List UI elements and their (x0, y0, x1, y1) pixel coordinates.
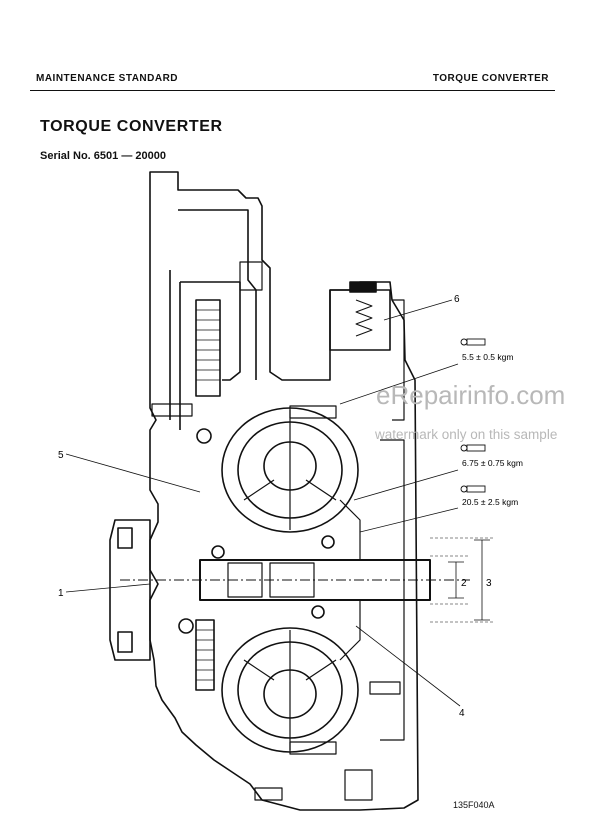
upper-gear-housing (179, 281, 241, 430)
header-divider (30, 90, 555, 91)
relief-valve-cap (349, 281, 377, 293)
right-housing-wall (380, 299, 405, 741)
bolt-right-lower (369, 681, 401, 695)
torque-wrench-icon (460, 338, 486, 493)
callout-1: 1 (58, 588, 64, 599)
bearing-mid-left (211, 545, 225, 559)
leader-4 (355, 625, 461, 707)
flange-bolt-bottom (117, 631, 133, 653)
leader-1 (65, 583, 151, 593)
leader-torque-2 (353, 469, 459, 501)
bolt-upper-left (151, 403, 193, 417)
upper-idler-gear (195, 299, 221, 397)
bearing-lower-left (178, 618, 194, 634)
figure-id: 135F040A (453, 800, 495, 810)
output-shaft (199, 559, 431, 601)
bolt-top (239, 261, 263, 291)
spline-block-left (227, 562, 263, 598)
header-section-label: MAINTENANCE STANDARD (36, 73, 179, 84)
drain-plug-bottom (344, 769, 373, 801)
input-shaft-flange (109, 519, 151, 661)
header-chapter-label: TORQUE CONVERTER (432, 73, 549, 84)
leader-5 (65, 453, 201, 493)
callout-6: 6 (454, 294, 460, 305)
watermark-site: eRepairinfo.com (376, 380, 566, 410)
page-title: TORQUE CONVERTER (40, 118, 223, 135)
callout-3: 3 (486, 578, 492, 589)
bearing-upper-left (196, 428, 212, 444)
leader-torque-3 (359, 507, 459, 533)
bolt-converter-lower (289, 741, 337, 755)
relief-valve-spring (355, 299, 373, 337)
bearing-mid-right (321, 535, 335, 549)
watermark-note: watermark only on this sample (375, 427, 558, 442)
leader-torque-1 (339, 363, 459, 405)
lower-pump-gear (195, 619, 215, 691)
serial-number-range: Serial No. 6501 — 20000 (40, 150, 166, 162)
tightening-torque-3: 20.5 ± 2.5 kgm (462, 497, 518, 507)
dimension-line-2 (448, 561, 464, 599)
callout-4: 4 (459, 708, 465, 719)
stator-support (339, 499, 361, 661)
bolt-bottom-left (254, 787, 283, 801)
relief-valve-body (329, 289, 391, 351)
housing-outline (149, 171, 419, 811)
callout-5: 5 (58, 450, 64, 461)
bearing-lower-right (311, 605, 325, 619)
tightening-torque-2: 6.75 ± 0.75 kgm (462, 458, 523, 468)
callout-2: 2 (461, 578, 467, 589)
dimension-line-3 (474, 539, 490, 621)
flange-bolt-top (117, 527, 133, 549)
leader-6 (383, 299, 453, 321)
tightening-torque-1: 5.5 ± 0.5 kgm (462, 352, 513, 362)
bolt-converter-upper (289, 405, 337, 419)
inner-casing-left (169, 209, 257, 420)
spline-block-right (269, 562, 315, 598)
